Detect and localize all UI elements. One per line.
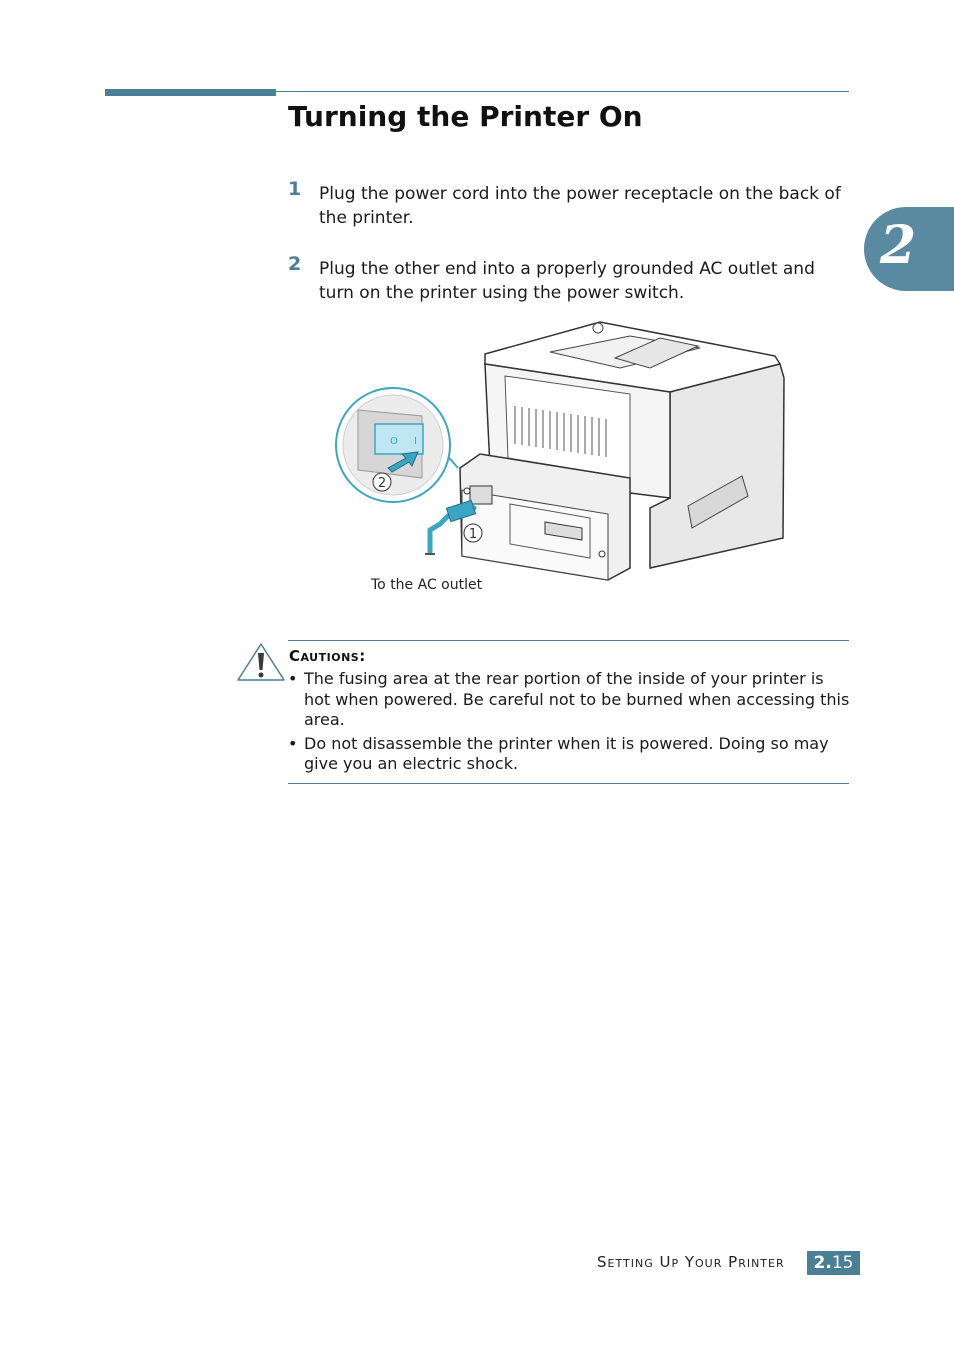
page-title: Turning the Printer On (288, 100, 643, 133)
panel-screw-icon (463, 487, 471, 495)
caution-list: The fusing area at the rear portion of t… (288, 669, 850, 778)
page-number-badge: 2.15 (807, 1251, 860, 1275)
figure-caption: To the AC outlet (371, 577, 483, 593)
caution-item: Do not disassemble the printer when it i… (288, 734, 850, 775)
power-switch (374, 423, 424, 455)
callout-1-circle (463, 523, 483, 543)
callout-2-label: 2 (378, 476, 386, 491)
cord-plug (445, 499, 477, 523)
press-arrow-icon (387, 451, 419, 473)
callout-2-circle (372, 472, 392, 492)
header-rule-thin (276, 91, 849, 92)
panel-screw-icon (598, 550, 606, 558)
printer-side (649, 363, 785, 569)
caution-item: The fusing area at the rear portion of t… (288, 669, 850, 731)
step-text: Plug the power cord into the power recep… (319, 184, 841, 228)
step-number: 1 (288, 178, 302, 200)
caution-triangle-icon (236, 641, 286, 683)
page-number: 15 (831, 1253, 854, 1273)
caution-rule-bottom (288, 783, 849, 784)
printer-illustration: 1 O I 2 (330, 318, 790, 608)
power-led-icon (592, 322, 604, 334)
chapter-tab: 2 (864, 207, 954, 291)
page-chapter: 2. (813, 1253, 832, 1273)
step-1: 1 Plug the power cord into the power rec… (288, 178, 848, 230)
step-number: 2 (288, 253, 302, 275)
tray-flap (613, 337, 700, 369)
step-text: Plug the other end into a properly groun… (319, 259, 815, 303)
connector-panel-front (461, 489, 609, 581)
chapter-number: 2 (880, 215, 917, 276)
interface-slot (509, 503, 591, 559)
footer-section-title: Setting Up Your Printer (597, 1253, 785, 1271)
caution-title: Cautions: (289, 647, 366, 665)
printer-diagram: 1 O I 2 (335, 321, 785, 581)
switch-off-label: O (390, 436, 398, 447)
callout-1-label: 1 (469, 527, 477, 542)
power-receptacle (469, 485, 493, 505)
side-handle (687, 475, 749, 529)
caution-rule-top (288, 640, 849, 641)
parallel-port (544, 521, 583, 541)
step-2: 2 Plug the other end into a properly gro… (288, 253, 848, 305)
switch-on-label: I (414, 436, 417, 447)
header-rule-thick (105, 89, 276, 96)
rear-vents (514, 406, 607, 457)
